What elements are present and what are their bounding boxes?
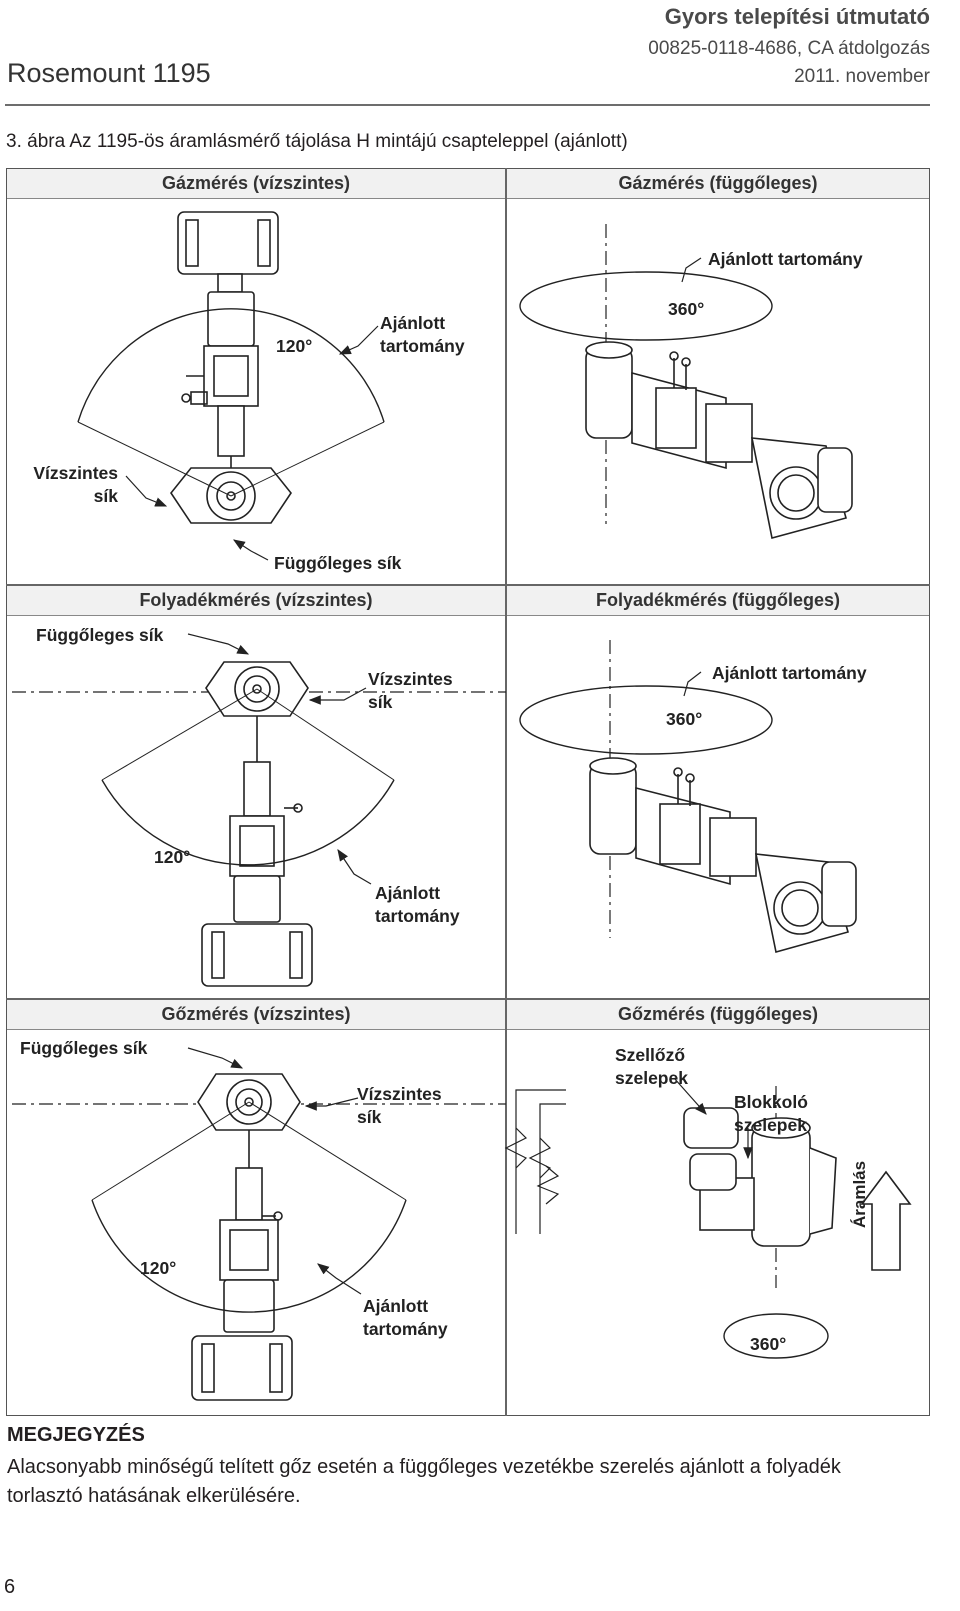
figure-caption: 3. ábra Az 1195-ös áramlásmérő tájolása … [6,131,628,152]
page-number: 6 [4,1576,16,1598]
liquid-horizontal-angle: 120° [154,847,191,867]
manifold-icon [203,345,259,407]
steam-horizontal-range: Ajánlott tartomány [363,1296,448,1339]
manifold-icon [655,387,697,449]
liquid-vertical-drawing [519,640,857,954]
gas-horizontal-hplane: Vízszintes sík [33,463,118,506]
figure-frame [6,168,930,1416]
panel-title-liquid-horizontal: Folyadékmérés (vízszintes) [7,586,505,616]
pipe-icon [589,763,637,855]
panel-title-steam-vertical: Gőzmérés (függőleges) [507,1000,929,1030]
gas-horizontal-drawing [77,211,385,561]
steam-horizontal-hplane: Vízszintes sík [357,1084,442,1127]
pipe-icon [751,1125,811,1247]
row-divider-1 [6,584,930,586]
gas-vertical-drawing [519,224,853,539]
steam-vertical-flow-label: Áramlás [850,1160,869,1228]
installation-drawings [12,211,912,1401]
steam-horizontal-angle: 120° [140,1258,177,1278]
manifold-icon [219,1219,279,1281]
gas-horizontal-angle: 120° [276,336,313,356]
header-rule [5,104,930,106]
liquid-horizontal-drawing [12,633,506,987]
steam-vertical-vent-valves: Szellőző szelepek [615,1045,688,1088]
gas-vertical-angle: 360° [668,299,705,319]
steam-horizontal-drawing [12,1047,506,1401]
steam-horizontal-vplane: Függőleges sík [20,1038,148,1058]
document-title: Gyors telepítési útmutató [664,4,930,29]
liquid-horizontal-hplane: Vízszintes sík [368,669,453,712]
gas-horizontal-range: Ajánlott tartomány [380,313,465,356]
note-title: MEGJEGYZÉS [7,1424,145,1446]
document-date: 2011. november [794,66,930,87]
flow-arrow-icon [860,1170,912,1271]
valve-icon [504,1127,528,1169]
pipe-icon [585,347,633,439]
panel-title-liquid-vertical: Folyadékmérés (függőleges) [507,586,929,616]
transmitter-housing-icon [191,1335,293,1401]
manifold-icon [659,803,701,865]
transmitter-housing-icon [177,211,279,275]
manifold-icon [229,815,285,877]
row-divider-2 [6,998,930,1000]
panel-title-gas-horizontal: Gázmérés (vízszintes) [7,169,505,199]
steam-vertical-angle: 360° [750,1334,787,1354]
liquid-vertical-range: Ajánlott tartomány [712,663,867,683]
product-name: Rosemount 1195 [7,58,211,88]
liquid-horizontal-range: Ajánlott tartomány [375,883,460,926]
steam-vertical-block-valves: Blokkoló szelepek [734,1092,808,1135]
gas-vertical-range: Ajánlott tartomány [708,249,863,269]
steam-vertical-drawing [504,1077,912,1359]
gas-horizontal-vplane: Függőleges sík [274,553,402,573]
note-text: Alacsonyabb minőségű telített gőz esetén… [7,1456,841,1507]
column-divider [505,168,507,1416]
panel-title-gas-vertical: Gázmérés (függőleges) [507,169,929,199]
transmitter-housing-icon [201,923,313,987]
liquid-horizontal-vplane: Függőleges sík [36,625,164,645]
document-number: 00825-0118-4686, CA átdolgozás [648,38,930,59]
panel-title-steam-horizontal: Gőzmérés (vízszintes) [7,1000,505,1030]
liquid-vertical-angle: 360° [666,709,703,729]
